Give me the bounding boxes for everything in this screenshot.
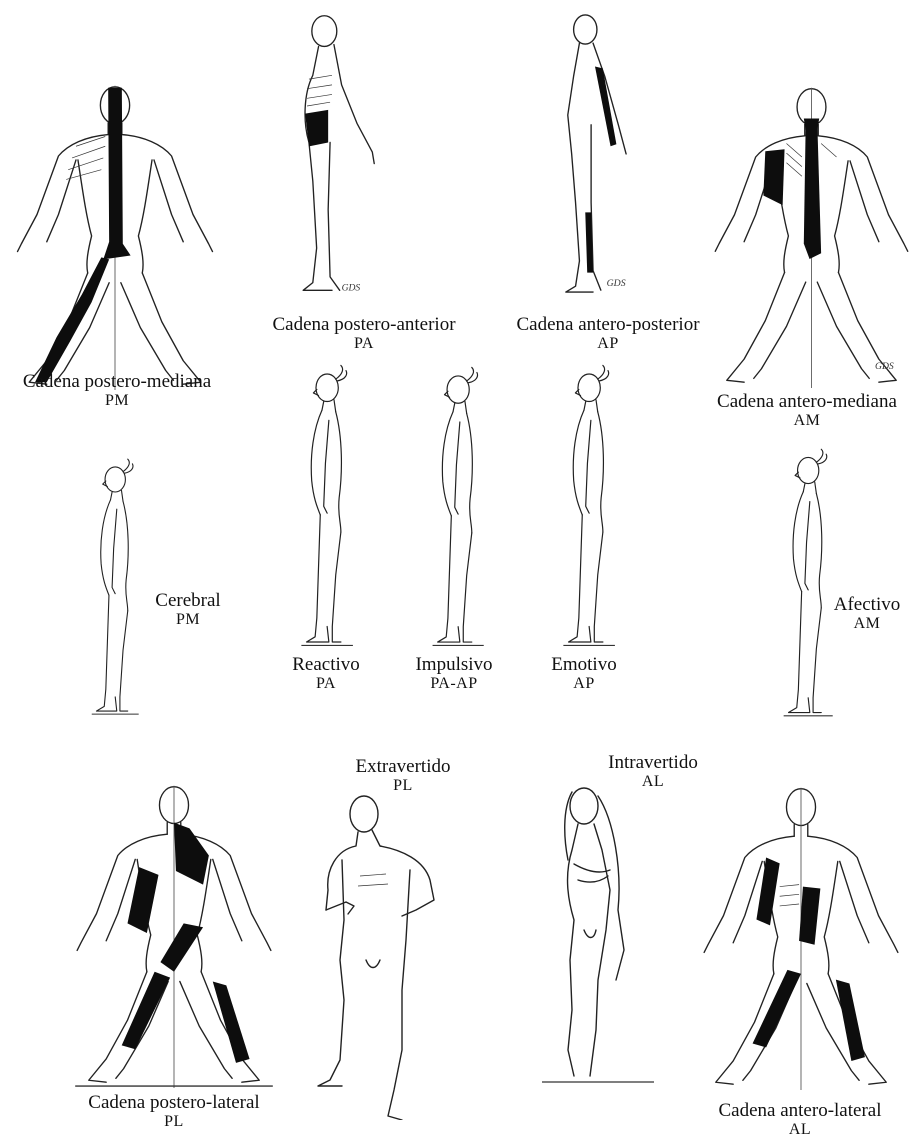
- caption-text: Extravertido: [356, 756, 451, 777]
- caption-pl-chain: Cadena postero-lateral PL: [58, 1092, 290, 1131]
- caption-reactivo: Reactivo PA: [278, 654, 374, 693]
- figure-am-chain: GDS: [700, 80, 923, 388]
- caption-code: PA-AP: [396, 675, 512, 693]
- caption-text: Cadena postero-mediana: [23, 371, 211, 392]
- caption-text: Cadena antero-lateral: [719, 1100, 882, 1121]
- caption-code: AM: [814, 615, 920, 633]
- caption-code: PA: [278, 675, 374, 693]
- signature-am: GDS: [875, 361, 894, 372]
- caption-impulsivo: Impulsivo PA-AP: [396, 654, 512, 693]
- caption-code: AM: [694, 412, 920, 430]
- caption-text: Cadena antero-mediana: [717, 391, 897, 412]
- caption-code: AP: [532, 675, 636, 693]
- caption-code: PM: [4, 392, 230, 410]
- caption-am-chain: Cadena antero-mediana AM: [694, 391, 920, 430]
- figure-intravertido: [538, 780, 658, 1090]
- figure-pm-chain: [0, 78, 230, 390]
- caption-text: Afectivo: [834, 594, 900, 615]
- caption-code: AP: [490, 335, 726, 353]
- caption-text: Cerebral: [155, 590, 220, 611]
- figure-afectivo: [772, 446, 846, 724]
- caption-ap-chain: Cadena antero-posterior AP: [490, 314, 726, 353]
- figure-reactivo: [290, 362, 366, 654]
- caption-text: Emotivo: [551, 654, 616, 675]
- caption-afectivo: Afectivo AM: [814, 594, 920, 633]
- figure-emotivo: [552, 362, 628, 654]
- figure-al-chain: [690, 780, 912, 1090]
- caption-text: Cadena postero-lateral: [88, 1092, 259, 1113]
- caption-cerebral: Cerebral PM: [130, 590, 246, 629]
- caption-code: PA: [232, 335, 496, 353]
- caption-text: Intravertido: [608, 752, 698, 773]
- figure-extravertido: [306, 790, 466, 1120]
- caption-code: PL: [58, 1113, 290, 1131]
- figure-ap-chain: GDS: [540, 12, 650, 294]
- signature-pa: GDS: [342, 282, 361, 293]
- signature-ap: GDS: [607, 278, 626, 289]
- caption-pm-chain: Cadena postero-mediana PM: [4, 371, 230, 410]
- figure-pl-chain: [64, 778, 284, 1088]
- caption-al-chain: Cadena antero-lateral AL: [684, 1100, 916, 1139]
- caption-emotivo: Emotivo AP: [532, 654, 636, 693]
- caption-text: Cadena postero-anterior: [272, 314, 455, 335]
- figure-cerebral: [76, 456, 156, 722]
- figure-pa-chain: GDS: [272, 10, 392, 298]
- caption-text: Cadena antero-posterior: [516, 314, 699, 335]
- caption-code: AL: [684, 1121, 916, 1139]
- caption-pa-chain: Cadena postero-anterior PA: [232, 314, 496, 353]
- caption-text: Reactivo: [292, 654, 360, 675]
- caption-text: Impulsivo: [415, 654, 492, 675]
- caption-code: PM: [130, 611, 246, 629]
- figure-impulsivo: [420, 364, 498, 654]
